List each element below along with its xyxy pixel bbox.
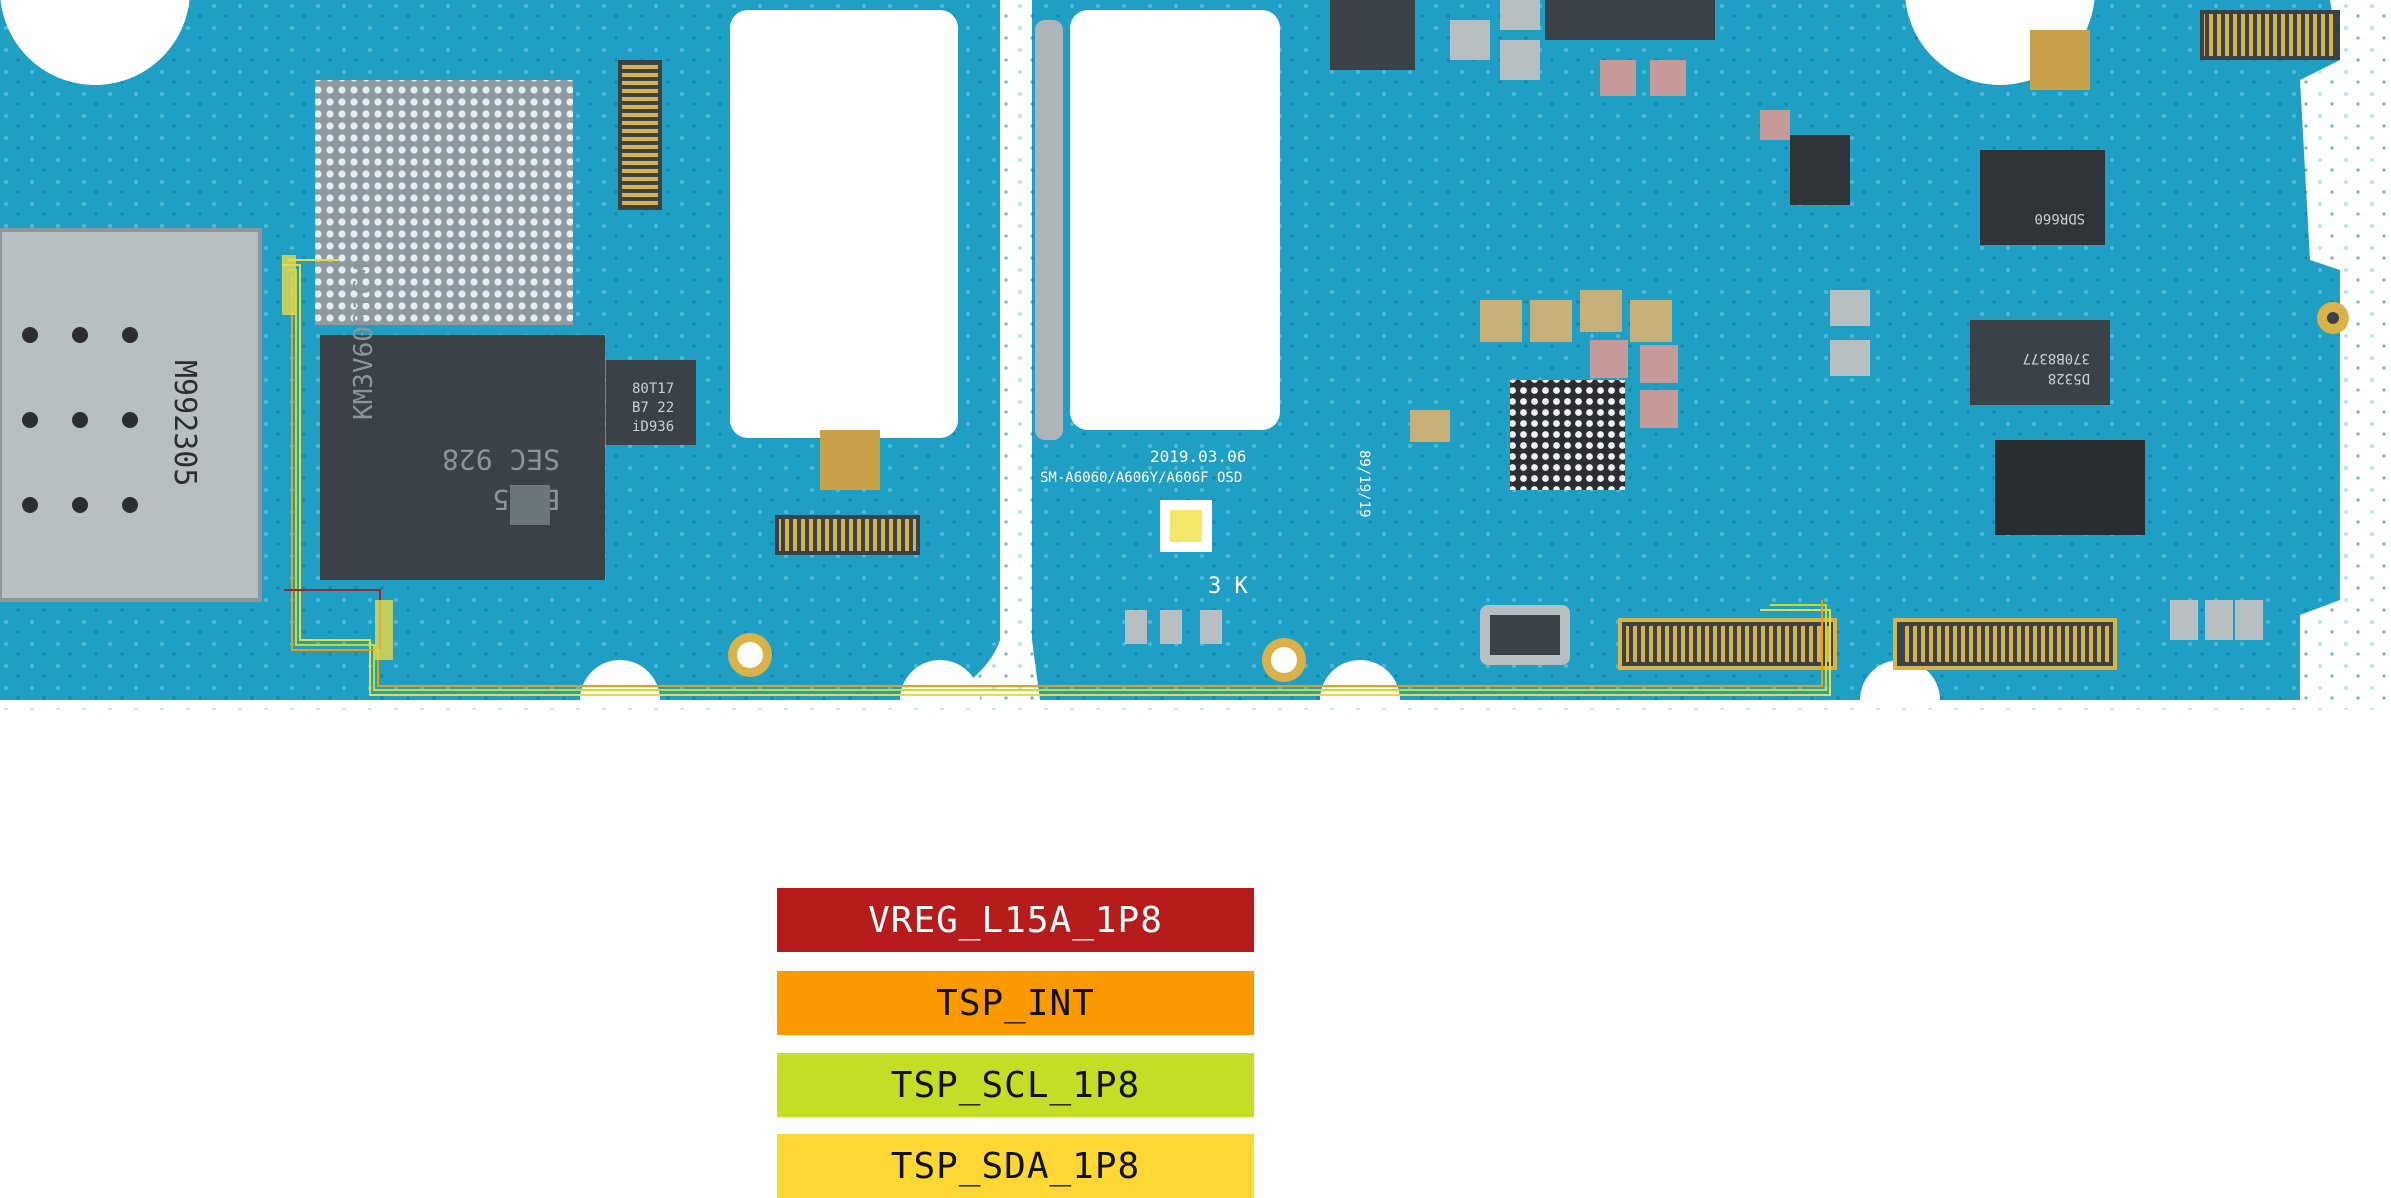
small-ic-line3: iD936	[632, 419, 674, 435]
processor-bga	[315, 80, 573, 325]
legend-item-vreg-l15a-1p8: VREG_L15A_1P8	[777, 888, 1254, 952]
board-cutout-right	[1070, 10, 1280, 430]
legend-item-tsp-sda-1p8: TSP_SDA_1P8	[777, 1134, 1254, 1198]
legend-item-tsp-int: TSP_INT	[777, 971, 1254, 1035]
board-side-date: 89/19/19	[1356, 450, 1372, 517]
legend-item-tsp-scl-1p8: TSP_SCL_1P8	[777, 1053, 1254, 1117]
small-ic	[606, 360, 696, 445]
board-cutout-left	[730, 10, 958, 438]
pcb-board-illustration: M992305 KM3V6001CM B705 SEC 928 80T17 B7…	[0, 0, 2391, 710]
rf-chip-c-label: 370B8377	[2023, 350, 2090, 366]
pmic-bga	[1510, 380, 1625, 490]
qr-code-left	[820, 430, 880, 490]
memory-chip-line1: KM3V6001CM	[349, 263, 379, 420]
rf-chip-b-label: D5328	[2048, 370, 2090, 386]
rf-chip-a	[1980, 150, 2105, 245]
board-date-code: 2019.03.06	[1150, 447, 1246, 466]
mounting-hole-top-left	[0, 0, 190, 85]
metal-bracket	[1035, 20, 1063, 440]
rf-chip-d	[1995, 440, 2145, 535]
memory-chip	[320, 335, 605, 580]
small-ic-line1: 80T17	[632, 381, 674, 397]
legend-label: TSP_INT	[936, 982, 1095, 1024]
board-rev-code: 3 K	[1208, 574, 1248, 599]
passive-components	[1410, 290, 1672, 442]
legend-label: TSP_SDA_1P8	[890, 1145, 1141, 1187]
legend-label: VREG_L15A_1P8	[868, 899, 1163, 941]
rf-chip-b	[1970, 320, 2110, 405]
sim-code: M992305	[167, 360, 202, 486]
highlighted-traces	[282, 259, 1831, 696]
rf-chip-a-label: SDR660	[2034, 210, 2085, 226]
legend-label: TSP_SCL_1P8	[890, 1064, 1141, 1106]
small-ic-line2: B7 22	[632, 400, 674, 416]
memory-chip-line3: SEC 928	[442, 443, 560, 476]
qr-code-right	[2030, 30, 2090, 90]
board-model-code: SM-A6060/A606Y/A606F OSD	[1040, 470, 1242, 486]
